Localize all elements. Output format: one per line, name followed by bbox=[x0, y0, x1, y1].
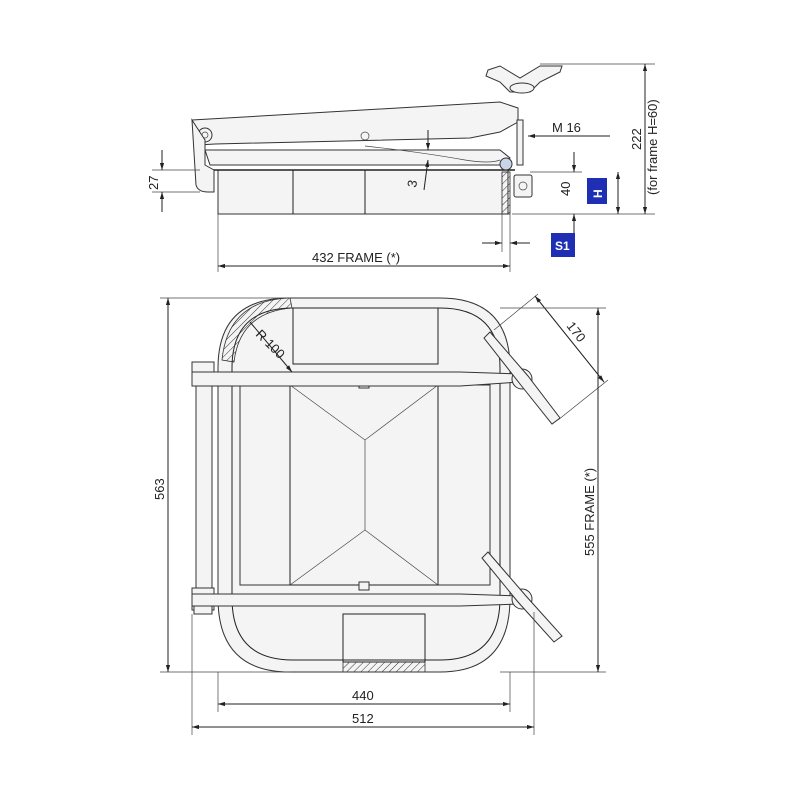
hinge-arm bbox=[191, 101, 519, 146]
dim-512: 512 bbox=[352, 711, 374, 726]
hinge-bar bbox=[195, 379, 213, 591]
handle-top bbox=[483, 331, 561, 425]
dim-170: 170 bbox=[564, 319, 589, 345]
clamp-arm-bottom bbox=[191, 593, 521, 607]
dim-for-frame: (for frame H=60) bbox=[645, 99, 660, 195]
arm-bolt bbox=[360, 131, 370, 141]
tag-h-text: H bbox=[591, 189, 605, 198]
hinge-bracket bbox=[191, 118, 215, 193]
dim-440: 440 bbox=[352, 688, 374, 703]
dim-222: 222 bbox=[629, 128, 644, 150]
label-m16: M 16 bbox=[552, 120, 581, 135]
clamp-bracket bbox=[513, 174, 533, 198]
side-view: 222 (for frame H=60) M 16 27 3 40 H S1 bbox=[146, 63, 660, 272]
clamp-arm-top bbox=[191, 371, 521, 387]
handle-bottom bbox=[481, 551, 563, 643]
top-view: 170 R 100 563 555 FRAME (*) 440 512 bbox=[152, 293, 609, 735]
corner-section bbox=[221, 297, 293, 363]
dim-27: 27 bbox=[146, 176, 161, 190]
dim-563: 563 bbox=[152, 478, 167, 500]
dim-555: 555 FRAME (*) bbox=[582, 468, 597, 556]
frame-wall-section bbox=[501, 171, 511, 215]
gasket bbox=[499, 157, 513, 171]
bottom-section bbox=[342, 661, 426, 673]
tag-h bbox=[587, 178, 607, 204]
handwheel bbox=[485, 65, 563, 93]
lid bbox=[204, 149, 511, 166]
tag-s1 bbox=[551, 233, 575, 257]
dim-432: 432 FRAME (*) bbox=[312, 250, 400, 265]
dim-3: 3 bbox=[404, 179, 420, 189]
frame-body bbox=[217, 169, 509, 215]
dim-40: 40 bbox=[558, 182, 573, 196]
clamp-bolt bbox=[516, 119, 524, 166]
tag-s1-text: S1 bbox=[555, 239, 570, 253]
